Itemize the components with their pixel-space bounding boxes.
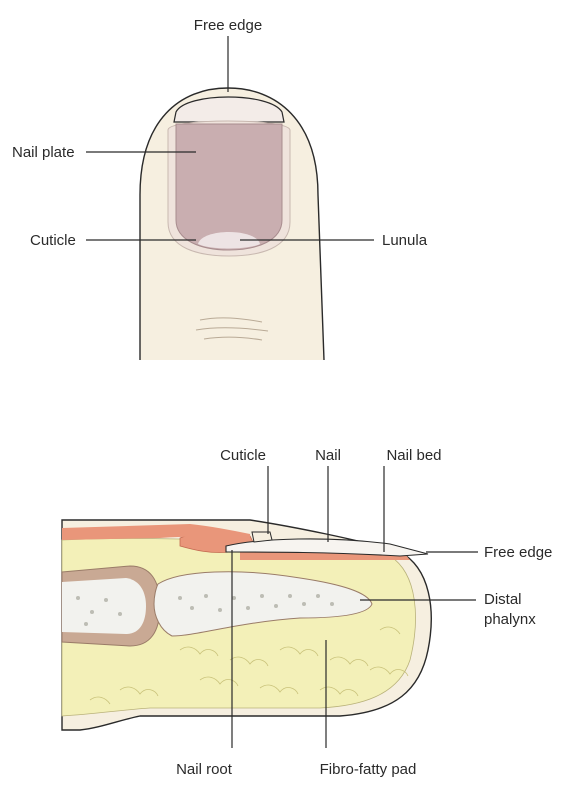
cuticle-section <box>252 532 272 542</box>
label-lunula: Lunula <box>382 232 428 249</box>
label-free-edge-top: Free edge <box>194 17 262 34</box>
label-nail: Nail <box>315 447 341 464</box>
fingertip-cross-section: Cuticle Nail Nail bed Free edge Distal p… <box>62 447 552 778</box>
label-distal-phalynx-line2: phalynx <box>484 611 536 628</box>
label-cuticle-bottom: Cuticle <box>220 447 266 464</box>
label-free-edge-bottom: Free edge <box>484 544 552 561</box>
label-nail-bed: Nail bed <box>386 447 441 464</box>
label-fibro-fatty-pad: Fibro-fatty pad <box>320 761 417 778</box>
label-cuticle-top: Cuticle <box>30 232 76 249</box>
middle-phalanx-marrow <box>62 578 146 634</box>
label-distal-phalynx-line1: Distal <box>484 591 522 608</box>
nail-plate <box>176 124 282 250</box>
label-nail-root: Nail root <box>176 761 233 778</box>
label-nail-plate: Nail plate <box>12 144 75 161</box>
fingertip-front-view: Free edge Nail plate Cuticle Lunula <box>12 17 428 360</box>
